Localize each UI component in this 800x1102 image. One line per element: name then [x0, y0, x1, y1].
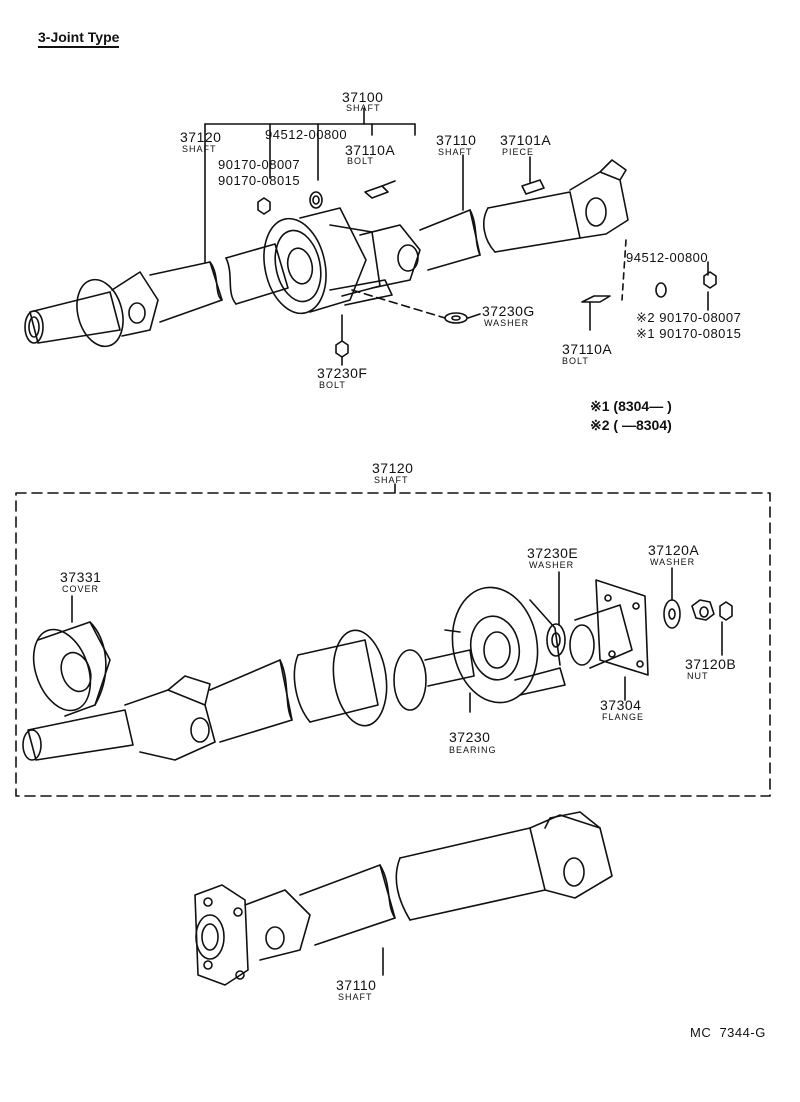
- label-note1-washer: ※1 90170-08015: [636, 326, 742, 341]
- middle-shaft-detail: [15, 483, 771, 797]
- figure-code: MC 7344-G: [690, 1025, 766, 1040]
- label-37110a-number: 37110A: [345, 142, 396, 158]
- label-37120-number: 37120: [180, 129, 222, 145]
- label-37110a-name: BOLT: [347, 156, 374, 166]
- label-90170-08015: 90170-08015: [218, 173, 301, 188]
- label-37110a-right-number: 37110A: [562, 341, 613, 357]
- label-37230-number: 37230: [449, 729, 491, 745]
- label-37120a-number: 37120A: [648, 542, 700, 558]
- label-bottom-37110-name: SHAFT: [338, 992, 373, 1002]
- label-37230-name: BEARING: [449, 745, 497, 755]
- label-37230g-name: WASHER: [484, 318, 530, 328]
- label-37120a-name: WASHER: [650, 557, 696, 567]
- label-middle-37120-name: SHAFT: [374, 475, 409, 485]
- label-37100-name: SHAFT: [346, 103, 381, 113]
- label-bottom-37110-number: 37110: [336, 977, 377, 993]
- label-37101a-name: PIECE: [502, 147, 535, 157]
- label-37230e-number: 37230E: [527, 545, 579, 561]
- label-37331-name: COVER: [62, 584, 100, 594]
- label-37101a-number: 37101A: [500, 132, 552, 148]
- label-37230e-name: WASHER: [529, 560, 575, 570]
- label-94512-00800: 94512-00800: [265, 127, 348, 142]
- label-37331-number: 37331: [60, 569, 102, 585]
- label-37230g-number: 37230G: [482, 303, 535, 319]
- note-2-production-range: ※2 ( —8304): [590, 417, 672, 433]
- note-1-production-range: ※1 (8304— ): [590, 398, 672, 414]
- label-37304-number: 37304: [600, 697, 642, 713]
- label-37120b-number: 37120B: [685, 656, 737, 672]
- label-note2-washer: ※2 90170-08007: [636, 310, 742, 325]
- label-37230f-name: BOLT: [319, 380, 346, 390]
- label-37100-number: 37100: [342, 89, 384, 105]
- label-37110-number: 37110: [436, 132, 477, 148]
- diagram-title: 3-Joint Type: [38, 30, 120, 48]
- label-94512-00800-right: 94512-00800: [626, 250, 709, 265]
- bottom-shaft-assembly: [194, 811, 613, 986]
- label-37120b-name: NUT: [687, 671, 709, 681]
- label-90170-08007: 90170-08007: [218, 157, 301, 172]
- top-propeller-shaft-assembly: [24, 107, 717, 366]
- label-middle-37120-number: 37120: [372, 460, 414, 476]
- label-37304-name: FLANGE: [602, 712, 645, 722]
- label-37230f-number: 37230F: [317, 365, 368, 381]
- label-37120-name: SHAFT: [182, 144, 217, 154]
- label-37110-name: SHAFT: [438, 147, 473, 157]
- label-37110a-right-name: BOLT: [562, 356, 589, 366]
